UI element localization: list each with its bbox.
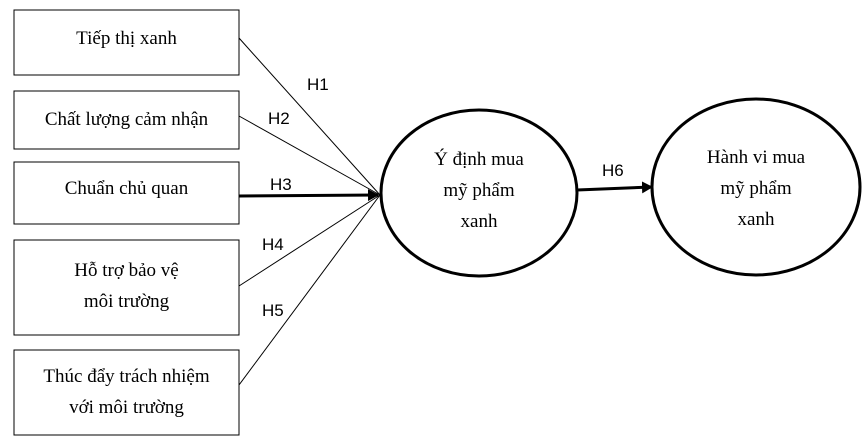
factor-box-green-marketing: Tiếp thị xanh (13, 9, 240, 76)
hypothesis-label-h2: H2 (268, 109, 290, 128)
hypothesis-label-h3: H3 (270, 175, 292, 194)
path-h3-arrow (238, 189, 379, 202)
factor-label: Chuẩn chủ quan (65, 178, 189, 199)
factor-label-line-2: với môi trường (69, 397, 184, 418)
intention-ellipse: Ý định mua mỹ phẩm xanh (379, 108, 579, 278)
behavior-label-line-1: Hành vi mua (707, 147, 806, 168)
behavior-label-line-2: mỹ phẩm (720, 178, 791, 199)
path-h5 (238, 194, 381, 386)
hypothesis-label-h5: H5 (262, 301, 284, 320)
path-h1 (238, 37, 381, 196)
factor-label-line-1: Hỗ trợ bảo vệ (74, 260, 179, 281)
hypothesis-label-h1: H1 (307, 75, 329, 94)
factor-box-environmental-responsibility: Thúc đẩy trách nhiệm với môi trường (13, 349, 240, 436)
factor-label-line-2: môi trường (84, 291, 170, 312)
behavior-ellipse: Hành vi mua mỹ phẩm xanh (650, 97, 862, 277)
factor-label: Tiếp thị xanh (76, 28, 177, 49)
factor-box-environmental-protection-support: Hỗ trợ bảo vệ môi trường (13, 239, 240, 336)
factor-label-line-1: Thúc đẩy trách nhiệm (43, 366, 209, 387)
intention-label-line-2: mỹ phẩm (443, 180, 514, 201)
factor-box-subjective-norm: Chuẩn chủ quan (13, 161, 240, 225)
behavior-label-line-3: xanh (738, 209, 775, 230)
hypothesis-label-h4: H4 (262, 235, 284, 254)
factor-label: Chất lượng cảm nhận (45, 109, 209, 130)
path-h6-arrow (576, 181, 653, 194)
path-h2 (238, 115, 381, 196)
factor-box-perceived-quality: Chất lượng cảm nhận (13, 90, 240, 150)
path-h4 (238, 194, 381, 287)
intention-label-line-3: xanh (461, 211, 498, 232)
intention-label-line-1: Ý định mua (434, 148, 524, 170)
hypothesis-label-h6: H6 (602, 161, 624, 180)
